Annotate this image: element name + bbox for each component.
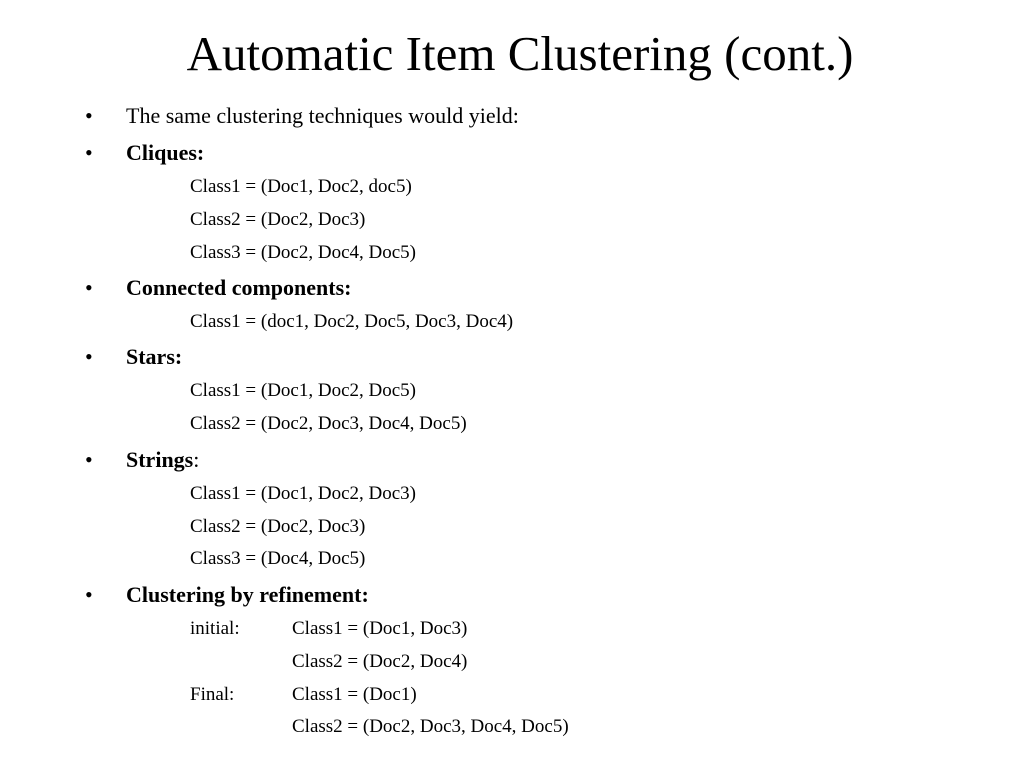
strings-class1: Class1 = (Doc1, Doc2, Doc3) — [190, 483, 417, 504]
bullet-marker: • — [85, 103, 93, 128]
strings-class3: Class3 = (Doc4, Doc5) — [190, 548, 366, 569]
refinement-final-class2: Class2 = (Doc2, Doc3, Doc4, Doc5) — [292, 716, 569, 737]
refinement-final-class1: Class1 = (Doc1) — [292, 684, 417, 705]
slide-title: Automatic Item Clustering (cont.) — [186, 26, 854, 81]
strings-class2: Class2 = (Doc2, Doc3) — [190, 516, 366, 537]
stars-class2: Class2 = (Doc2, Doc3, Doc4, Doc5) — [190, 413, 467, 434]
cliques-class1: Class1 = (Doc1, Doc2, doc5) — [190, 176, 412, 197]
bullet-marker: • — [85, 275, 93, 300]
cliques-class2: Class2 = (Doc2, Doc3) — [190, 209, 366, 230]
refinement-initial-class1: Class1 = (Doc1, Doc3) — [292, 618, 468, 639]
cliques-class3: Class3 = (Doc2, Doc4, Doc5) — [190, 242, 417, 263]
stars-class1: Class1 = (Doc1, Doc2, Doc5) — [190, 380, 417, 401]
bullet-marker: • — [85, 582, 93, 607]
connected-components-heading: Connected components: — [126, 275, 352, 300]
refinement-initial-label: initial: — [190, 618, 240, 639]
intro-text: The same clustering techniques would yie… — [126, 103, 519, 128]
strings-heading: Strings — [126, 447, 194, 472]
strings-colon: : — [193, 447, 200, 472]
bullet-marker: • — [85, 344, 93, 369]
stars-heading: Stars: — [126, 344, 183, 369]
strings-heading-group: Strings: — [126, 445, 199, 475]
refinement-final-label: Final: — [190, 684, 235, 705]
refinement-heading: Clustering by refinement: — [126, 582, 369, 607]
cliques-heading: Cliques: — [126, 140, 205, 165]
bullet-marker: • — [85, 140, 93, 165]
connected-class1: Class1 = (doc1, Doc2, Doc5, Doc3, Doc4) — [190, 311, 514, 332]
refinement-initial-class2: Class2 = (Doc2, Doc4) — [292, 651, 468, 672]
bullet-marker: • — [85, 447, 93, 472]
